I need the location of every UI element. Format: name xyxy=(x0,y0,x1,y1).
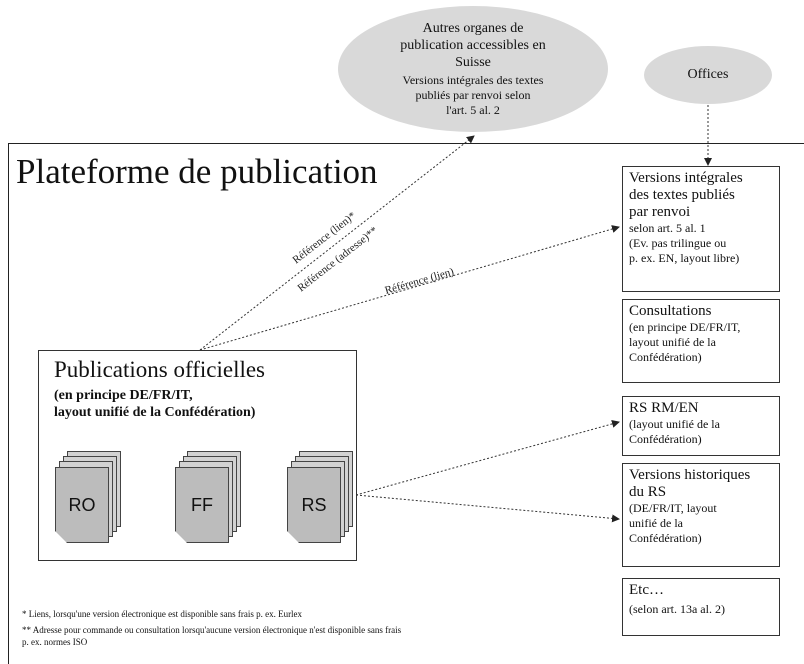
box-detail-line: Confédération) xyxy=(629,432,702,446)
doc-stack-ff: FF xyxy=(175,451,243,545)
platform-title: Plateforme de publication xyxy=(16,152,378,191)
other-orgs-detail-line: publiés par renvoi selon xyxy=(415,88,531,102)
box-detail-line: (DE/FR/IT, layout xyxy=(629,501,717,515)
box-title-line: Etc… xyxy=(629,582,664,598)
doc-label-ro: RO xyxy=(68,494,96,515)
box-detail-line: (selon art. 13a al. 2) xyxy=(629,602,725,616)
publications-title: Publications officielles xyxy=(54,357,266,382)
other-orgs-detail-line: l'art. 5 al. 2 xyxy=(446,103,500,117)
offices-label: Offices xyxy=(687,67,729,82)
box-detail-line: Confédération) xyxy=(629,350,702,364)
arrow-to-rs-rm-en xyxy=(355,420,620,496)
box-detail-line: layout unifié de la xyxy=(629,335,716,349)
footnote-3: p. ex. normes ISO xyxy=(22,637,88,647)
arrow-to-other-orgs xyxy=(199,135,475,351)
other-orgs-detail-line: Versions intégrales des textes xyxy=(402,73,544,87)
box-detail-line: selon art. 5 al. 1 xyxy=(629,221,706,235)
box-integral-versions: Versions intégrales des textes publiés p… xyxy=(622,166,780,292)
box-detail-line: (layout unifié de la xyxy=(629,417,720,431)
publications-subtitle-line: layout unifié de la Confédération) xyxy=(54,405,256,420)
box-detail-line: p. ex. EN, layout libre) xyxy=(629,251,740,265)
box-historical-versions: Versions historiques du RS (DE/FR/IT, la… xyxy=(622,463,780,567)
doc-stack-rs: RS xyxy=(287,451,355,545)
footnote-1: * Liens, lorsqu'une version électronique… xyxy=(22,609,303,619)
publications-subtitle-line: (en principe DE/FR/IT, xyxy=(54,388,193,403)
doc-label-ff: FF xyxy=(191,494,213,515)
arrow-to-historical xyxy=(355,494,620,523)
offices-ellipse: Offices xyxy=(644,46,772,104)
box-detail-line: unifié de la xyxy=(629,516,683,530)
other-orgs-title-line: Suisse xyxy=(455,55,491,70)
box-title-line: par renvoi xyxy=(629,204,691,220)
box-detail-line: (Ev. pas trilingue ou xyxy=(629,236,727,250)
other-orgs-title-line: publication accessibles en xyxy=(400,38,546,53)
other-orgs-ellipse: Autres organes de publication accessible… xyxy=(338,6,608,132)
arrow-label-lien: Référence (lien) xyxy=(384,266,456,297)
doc-label-rs: RS xyxy=(301,494,327,515)
doc-stack-ro: RO xyxy=(55,451,123,545)
box-title-line: Versions intégrales xyxy=(629,170,743,186)
platform-frame xyxy=(8,143,804,664)
other-orgs-title-line: Autres organes de xyxy=(422,21,524,36)
box-title-line: RS RM/EN xyxy=(629,400,699,416)
box-title-line: Versions historiques xyxy=(629,467,751,483)
box-rs-rm-en: RS RM/EN (layout unifié de la Confédérat… xyxy=(622,396,780,456)
box-detail-line: (en principe DE/FR/IT, xyxy=(629,320,741,334)
box-title-line: des textes publiés xyxy=(629,187,735,203)
arrows-layer: Référence (lien)* Référence (adresse)** … xyxy=(199,105,712,523)
footnote-2: ** Adresse pour commande ou consultation… xyxy=(22,625,402,635)
box-title-line: Consultations xyxy=(629,303,712,319)
box-etc: Etc… (selon art. 13a al. 2) xyxy=(622,578,780,636)
arrow-to-integral-versions xyxy=(199,225,620,351)
publications-subtitle: (en principe DE/FR/IT, layout unifié de … xyxy=(54,387,255,421)
box-title-line: du RS xyxy=(629,484,667,500)
official-publications-box: Publications officielles (en principe DE… xyxy=(38,350,357,561)
box-detail-line: Confédération) xyxy=(629,531,702,545)
box-consultations: Consultations (en principe DE/FR/IT, lay… xyxy=(622,299,780,383)
